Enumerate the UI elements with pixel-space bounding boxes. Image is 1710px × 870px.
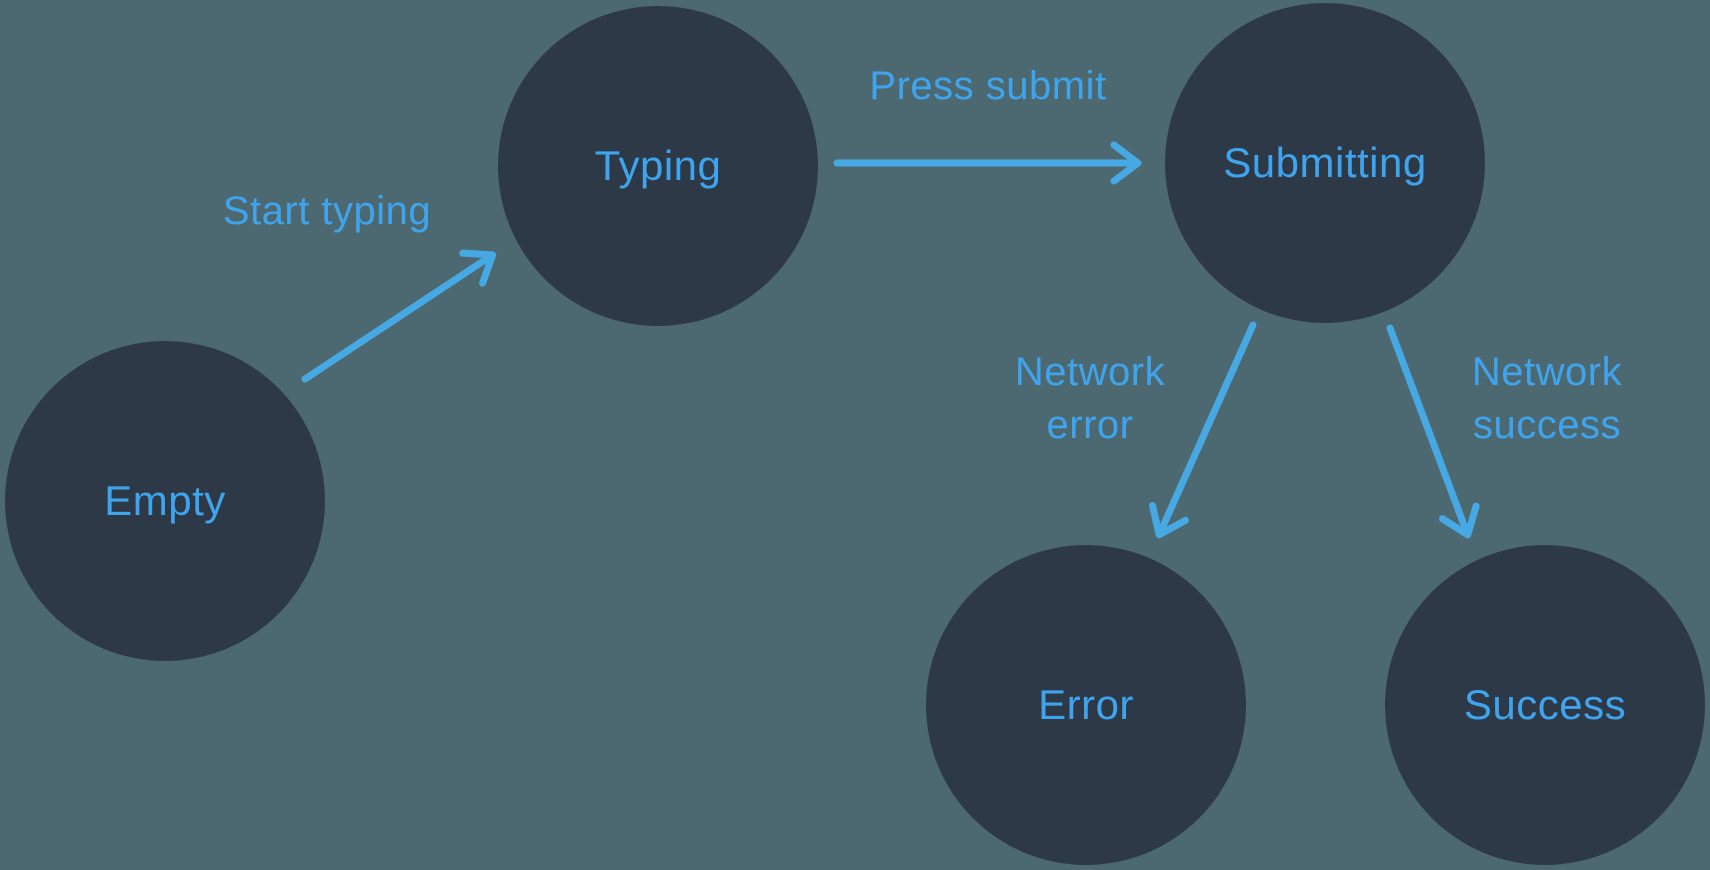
- transition-label-start-typing: Start typing: [222, 189, 432, 233]
- state-label-submitting: Submitting: [1223, 139, 1427, 186]
- state-node-success: Success: [1385, 545, 1705, 865]
- transition-label-press-submit: Press submit: [869, 64, 1107, 108]
- transition-label-network-error: Network error: [1014, 350, 1166, 447]
- state-label-empty: Empty: [104, 477, 226, 524]
- arrow-start-typing: [301, 249, 497, 383]
- state-node-typing: Typing: [498, 6, 818, 326]
- state-node-empty: Empty: [5, 341, 325, 661]
- state-label-error: Error: [1038, 681, 1134, 728]
- transition-label-network-success: Network success: [1471, 350, 1623, 447]
- state-label-success: Success: [1463, 681, 1627, 728]
- state-label-typing: Typing: [594, 142, 722, 189]
- state-node-error: Error: [926, 545, 1246, 865]
- state-node-submitting: Submitting: [1165, 3, 1485, 323]
